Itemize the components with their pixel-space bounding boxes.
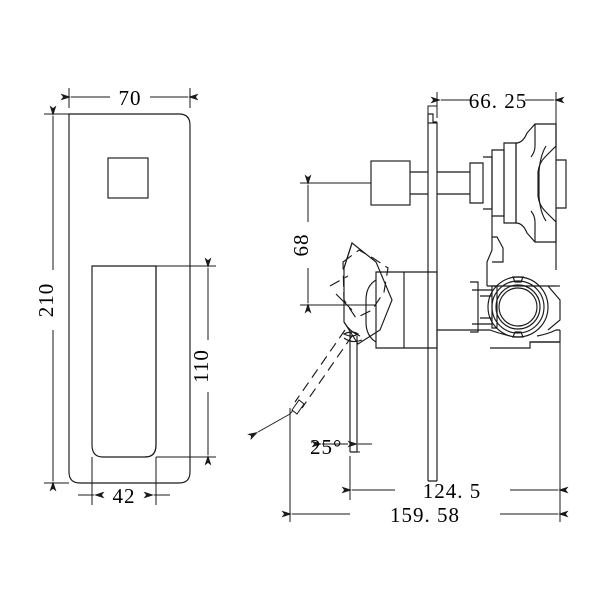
- skirt-notch: [492, 236, 504, 263]
- valve-waist-line: [538, 145, 547, 222]
- front-plate-outline: [68, 113, 191, 484]
- lever-solid-edge-a: [343, 242, 353, 269]
- dim-label-159-58: 159. 58: [390, 503, 460, 527]
- front-handle-outline: [91, 265, 157, 458]
- dim-label-110: 110: [189, 349, 213, 383]
- dim-label-70: 70: [119, 86, 142, 110]
- dim-label-25-deg: 25°: [310, 435, 342, 459]
- lever-solid-outline: [343, 242, 393, 345]
- dimension-42: [78, 457, 170, 505]
- dim-label-210: 210: [34, 283, 58, 318]
- dimension-labels: 70 210 110 42 66. 25 68 124. 5 159. 58 2…: [34, 86, 528, 527]
- knob-stem: [472, 289, 492, 325]
- angle-leader-box: [291, 399, 305, 415]
- knob-body-shoulder: [547, 285, 561, 331]
- front-handle-edge-line: [144, 266, 157, 458]
- lever-oval-detail: [342, 331, 360, 337]
- lower-body-block: [437, 329, 561, 349]
- dimension-210: [44, 105, 69, 492]
- ext-line-66-left: [427, 92, 438, 118]
- dim-label-42: 42: [113, 484, 136, 508]
- lower-body-top: [437, 329, 511, 337]
- knob-stem-flange: [470, 281, 479, 333]
- skirt-left-edge: [486, 216, 493, 286]
- wall-plate-outline: [427, 113, 438, 482]
- valve-body-step: [503, 142, 517, 224]
- dim-label-66-25: 66. 25: [469, 89, 528, 113]
- angle-witness-lines: [294, 329, 353, 409]
- upper-stem-assembly: [370, 156, 493, 210]
- valve-end-cap: [556, 159, 567, 209]
- lever-ghost-position: [329, 249, 389, 319]
- stem-shaft-inner: [437, 171, 470, 195]
- dimension-159-58: [281, 408, 569, 522]
- dim-label-124-5: 124. 5: [423, 479, 482, 503]
- angle-note-25: [247, 399, 372, 453]
- upper-valve-body: [491, 123, 567, 243]
- stem-cap: [370, 160, 411, 206]
- valve-body-base: [491, 149, 505, 217]
- side-view-geometry: [294, 113, 567, 482]
- lower-body-top-right: [536, 329, 560, 337]
- knob-stem-collar: [491, 285, 498, 329]
- stem-flange: [483, 156, 493, 210]
- dimension-124-5: [341, 342, 569, 500]
- angle-leader-arrow: [247, 413, 291, 441]
- lower-body-step: [490, 341, 560, 349]
- valve-inner-upper-line: [530, 124, 536, 158]
- lever-stem: [349, 332, 358, 453]
- knob-ring-3: [495, 284, 541, 330]
- cartridge-block: [375, 271, 438, 349]
- knob-tab-bottom: [512, 331, 524, 338]
- knob-ring-2: [491, 280, 545, 334]
- front-view-geometry: [68, 113, 191, 484]
- front-square-button: [107, 157, 149, 199]
- dimension-70: [60, 88, 199, 108]
- dimension-68: [300, 174, 376, 314]
- dimension-66-25: [427, 92, 565, 124]
- dimension-110: [156, 257, 216, 466]
- valve-body-ornate-profile: [515, 123, 557, 243]
- stem-shaft: [410, 171, 428, 195]
- knob-stem-inner-line: [480, 295, 492, 319]
- handle-assembly: [294, 242, 438, 453]
- body-skirt: [486, 216, 557, 287]
- stem-collar: [469, 162, 484, 204]
- lever-bottom-detail: [343, 337, 363, 343]
- knob-inner-face: [498, 287, 538, 327]
- lever-solid-inner-line: [335, 293, 353, 311]
- lever-solid-inner-curve: [343, 321, 361, 337]
- knob-tab-top: [512, 276, 524, 283]
- valve-inner-lower-line: [530, 210, 536, 242]
- diverter-knob: [470, 276, 561, 338]
- handle-boss-curve: [365, 279, 377, 343]
- dim-label-68: 68: [289, 234, 313, 257]
